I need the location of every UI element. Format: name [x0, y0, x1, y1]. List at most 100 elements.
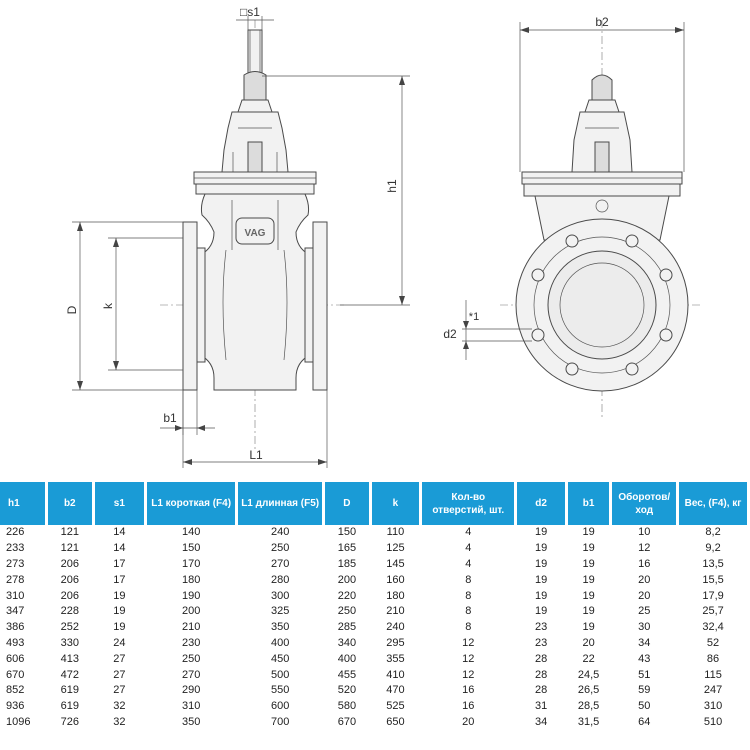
table-cell: 27: [113, 652, 126, 665]
column-header: Вес, (F4), кг: [677, 482, 750, 525]
table-cell: 247: [703, 684, 723, 697]
table-cell: 34: [638, 636, 651, 649]
table-cell: 233: [6, 542, 25, 555]
table-cell: 8: [465, 573, 472, 586]
column-header: Кол-во отверстий, шт.: [420, 482, 518, 525]
table-cell: 150: [337, 526, 357, 539]
table-cell: 24: [113, 636, 126, 649]
table-cell: 25,7: [702, 605, 724, 618]
table-cell: 180: [386, 589, 405, 602]
table-cell: 13,5: [702, 557, 724, 570]
table-cell: 19: [582, 605, 595, 618]
table-cell: 19: [113, 621, 126, 634]
table-cell: 278: [6, 573, 25, 586]
table-cell: 455: [337, 668, 357, 681]
dimension-h1-label: h1: [385, 179, 399, 193]
column-header: d2: [515, 482, 568, 525]
table-cell: 43: [638, 652, 651, 665]
table-cell: 145: [386, 557, 405, 570]
table-cell: 28: [534, 668, 548, 681]
table-cell: 19: [582, 557, 595, 570]
table-cell: 19: [534, 557, 548, 570]
table-cell: 125: [386, 542, 405, 555]
table-cell: 413: [60, 652, 79, 665]
table-cell: 52: [706, 636, 720, 649]
table-cell: 726: [60, 715, 79, 728]
table-cell: 347: [6, 605, 25, 618]
table-cell: 185: [337, 557, 357, 570]
table-cell: 470: [386, 684, 405, 697]
dimension-D-label: D: [65, 305, 79, 314]
column-header: L1 короткая (F4): [145, 482, 239, 525]
table-cell: 121: [60, 542, 79, 555]
table-cell: 230: [181, 636, 201, 649]
table-cell: 27: [113, 668, 126, 681]
table-cell: 31,5: [577, 715, 600, 728]
table-cell: 150: [181, 542, 201, 555]
footnote-marker: *1: [469, 311, 479, 323]
table-cell: 310: [703, 700, 723, 713]
table-cell: 19: [534, 589, 548, 602]
table-cell: 27: [113, 684, 126, 697]
table-cell: 12: [462, 652, 475, 665]
table-cell: 190: [181, 589, 201, 602]
table-cell: 20: [638, 589, 651, 602]
table-cell: 16: [462, 700, 475, 713]
table-cell: 525: [386, 700, 405, 713]
table-cell: 310: [6, 589, 25, 602]
table-cell: 8,2: [705, 526, 721, 539]
table-cell: 240: [386, 621, 405, 634]
table-cell: 64: [638, 715, 651, 728]
table-cell: 165: [337, 542, 357, 555]
table-cell: 59: [638, 684, 651, 697]
valve-technical-drawing: VAG □s1 h1 D k: [65, 5, 700, 468]
table-cell: 9,2: [705, 542, 721, 555]
table-cell: 8: [465, 589, 472, 602]
table-cell: 670: [6, 668, 25, 681]
table-cell: 8: [465, 605, 472, 618]
column-header: b1: [566, 482, 613, 525]
table-cell: 19: [582, 621, 595, 634]
table-cell: 15,5: [702, 573, 724, 586]
table-cell: 606: [6, 652, 25, 665]
table-cell: 350: [270, 621, 290, 634]
table-cell: 19: [534, 605, 548, 618]
table-cell: 23: [534, 636, 548, 649]
table-cell: 250: [270, 542, 290, 555]
table-cell: 600: [270, 700, 290, 713]
table-cell: 240: [270, 526, 290, 539]
table-cell: 19: [582, 589, 595, 602]
table-cell: 17: [113, 557, 126, 570]
dimension-s1-label: □s1: [240, 5, 260, 19]
table-cell: 500: [270, 668, 290, 681]
table-cell: 270: [270, 557, 290, 570]
table-cell: 220: [337, 589, 357, 602]
table-cell: 34: [534, 715, 548, 728]
table-cell: 330: [60, 636, 79, 649]
table-cell: 355: [386, 652, 405, 665]
column-header: L1 длинная (F5): [236, 482, 326, 525]
table-cell: 28,5: [577, 700, 600, 713]
table-cell: 493: [6, 636, 25, 649]
table-cell: 350: [181, 715, 201, 728]
table-cell: 19: [582, 526, 595, 539]
table-cell: 32: [113, 700, 126, 713]
table-cell: 31: [534, 700, 548, 713]
table-cell: 280: [270, 573, 290, 586]
table-cell: 550: [270, 684, 290, 697]
table-cell: 19: [534, 526, 548, 539]
table-cell: 19: [113, 589, 126, 602]
column-header: k: [370, 482, 423, 525]
table-cell: 19: [582, 573, 595, 586]
dimension-b1-label: b1: [163, 411, 177, 425]
dimension-d2-label: d2: [443, 327, 457, 341]
